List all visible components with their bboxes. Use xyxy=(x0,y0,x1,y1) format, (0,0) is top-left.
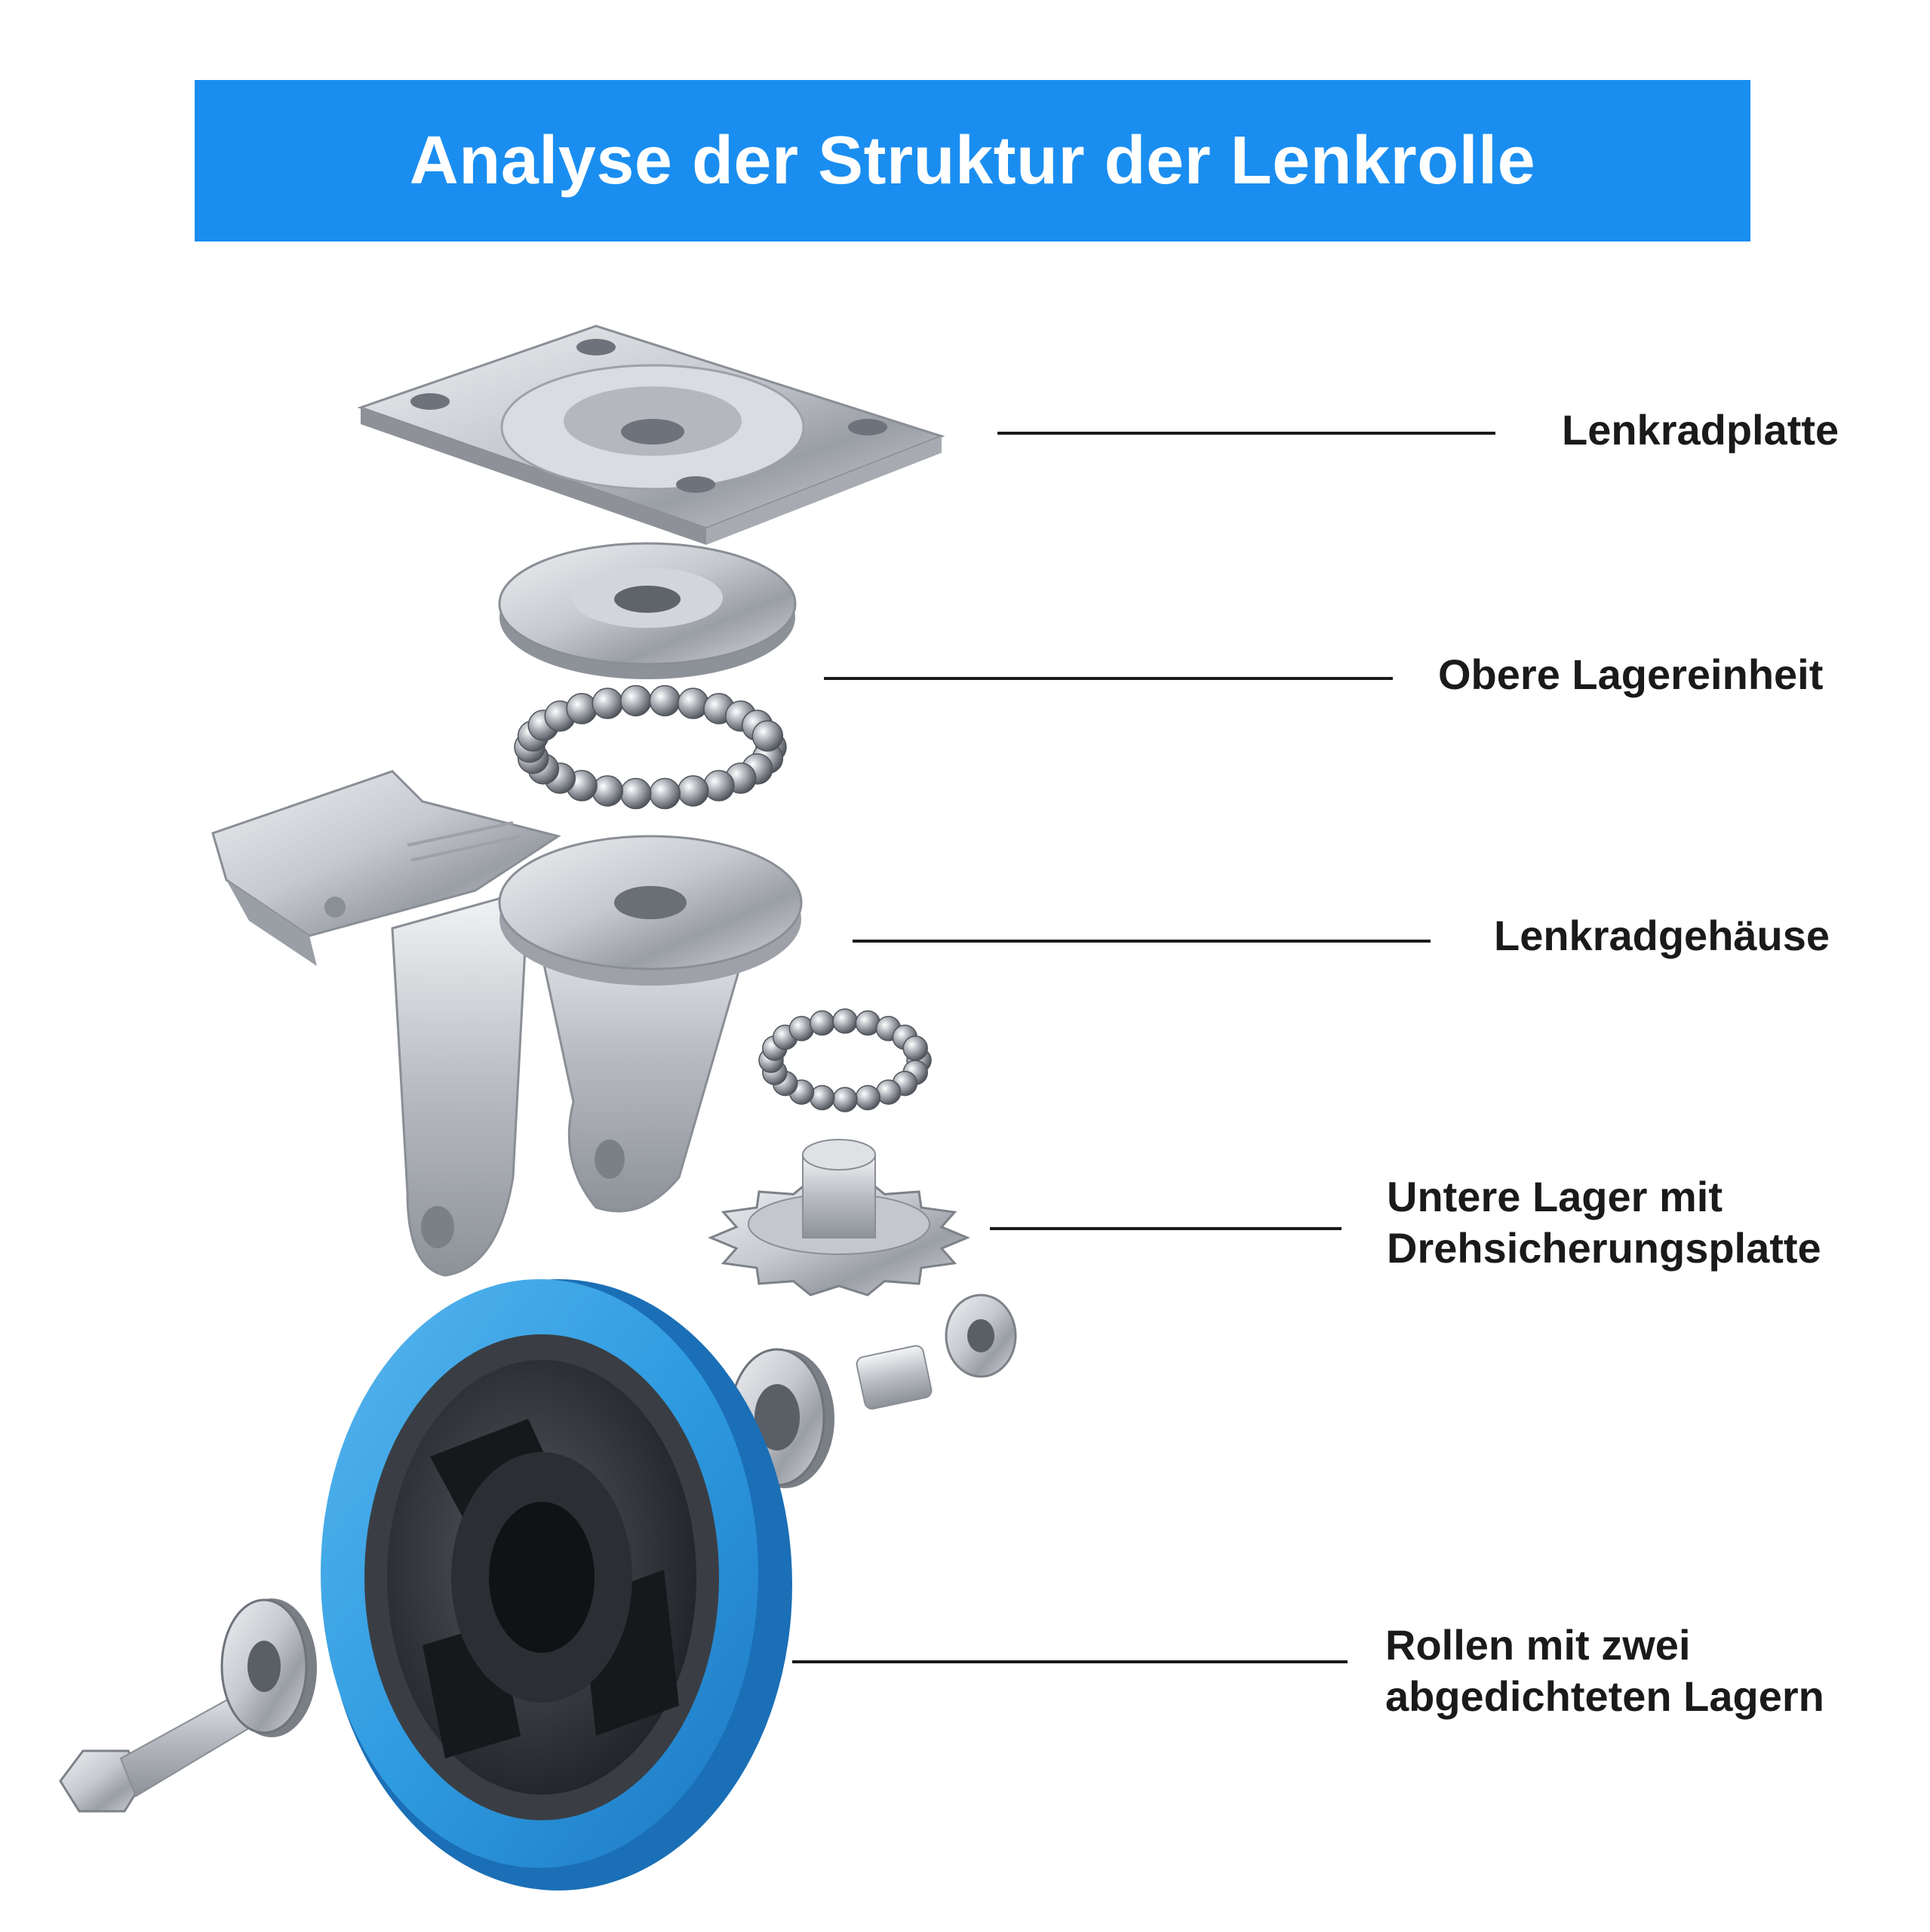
bearing-ball xyxy=(677,775,709,807)
label-lower-bearing: Untere Lager mit Drehsicherungsplatte xyxy=(1387,1171,1821,1274)
upper-bearing-race-illustration xyxy=(498,542,797,679)
label-housing: Lenkradgehäuse xyxy=(1494,912,1830,959)
label-upper-bearing: Obere Lagereinheit xyxy=(1438,651,1824,698)
leader-line-housing xyxy=(853,940,1431,943)
upper-ball-ring-illustration xyxy=(514,685,787,810)
bearing-ball xyxy=(619,685,652,717)
top-plate-illustration xyxy=(357,325,945,545)
leader-line-upper-bearing xyxy=(824,677,1393,680)
title-banner: Analyse der Struktur der Lenkrolle xyxy=(195,80,1750,242)
bearing-ball xyxy=(809,1010,835,1036)
bearing-ball xyxy=(751,720,784,752)
bearing-ball xyxy=(566,693,598,724)
label-wheel-line1: Rollen mit zwei xyxy=(1385,1621,1691,1669)
bearing-ball xyxy=(832,1008,858,1034)
leader-line-lower-bearing xyxy=(990,1227,1341,1230)
bearing-ball xyxy=(703,770,735,801)
page-title: Analyse der Struktur der Lenkrolle xyxy=(409,122,1536,198)
wheel-illustration xyxy=(321,1279,792,1890)
label-wheel-line2: abgedichteten Lagern xyxy=(1385,1672,1824,1720)
bearing-ball xyxy=(592,688,624,719)
label-top-plate: Lenkradplatte xyxy=(1562,406,1839,454)
bearing-ball xyxy=(592,775,624,807)
bearing-ball xyxy=(649,777,681,810)
leader-line-wheel xyxy=(792,1660,1348,1663)
label-lower-bearing-line2: Drehsicherungsplatte xyxy=(1387,1224,1821,1272)
bearing-ball xyxy=(649,685,681,717)
bearing-ball xyxy=(832,1087,858,1112)
label-wheel: Rollen mit zwei abgedichteten Lagern xyxy=(1385,1620,1824,1722)
axle-bolt-illustration xyxy=(59,1598,317,1813)
bearing-ball xyxy=(855,1084,881,1111)
swivel-housing-illustration xyxy=(211,770,803,1277)
axle-bearing-spacer-nut-illustration xyxy=(729,1294,1017,1488)
label-lower-bearing-line1: Untere Lager mit xyxy=(1387,1173,1723,1220)
lower-bearing-gear-illustration xyxy=(708,1139,970,1297)
bearing-ball xyxy=(619,777,652,810)
lower-ball-ring-illustration xyxy=(758,1008,932,1112)
leader-line-top-plate xyxy=(997,432,1495,435)
bearing-ball xyxy=(902,1035,928,1061)
bearing-ball xyxy=(677,688,709,719)
